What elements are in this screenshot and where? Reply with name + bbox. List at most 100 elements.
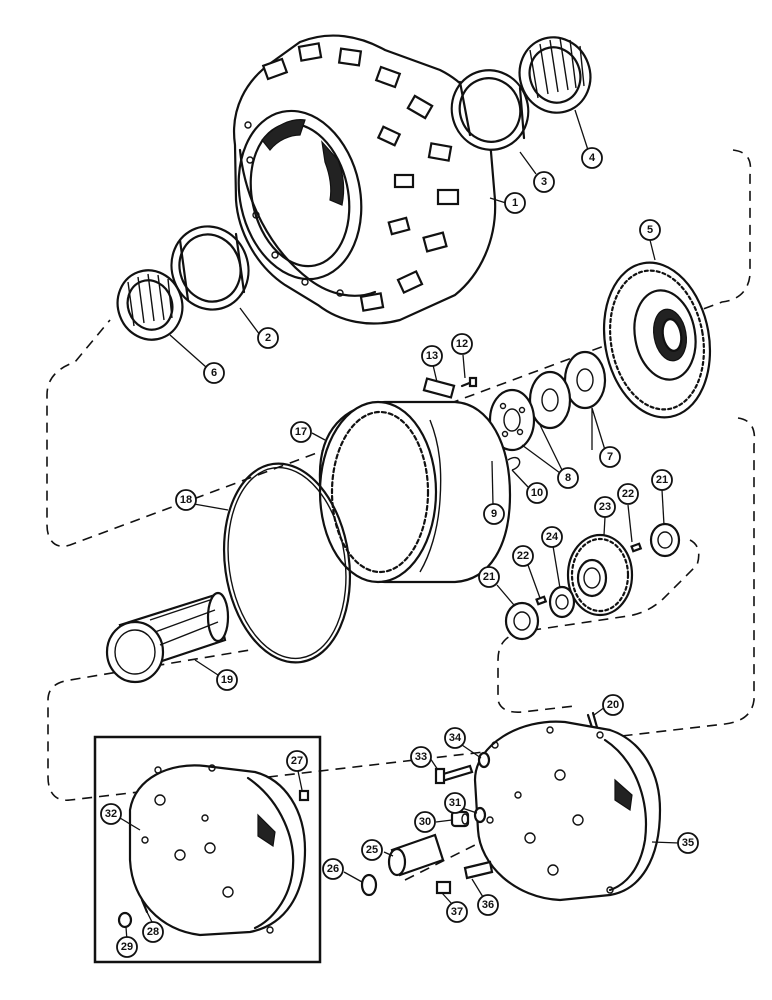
callout-label: 3 [541, 176, 547, 188]
hub-housing [233, 34, 497, 325]
callout-label: 21 [656, 474, 668, 486]
callout-30: 30 [414, 811, 436, 833]
needle-pins [535, 542, 643, 606]
callout-34: 34 [444, 727, 466, 749]
callout-label: 22 [622, 488, 634, 500]
sun-gear-shaft [105, 591, 230, 684]
callout-13: 13 [421, 345, 443, 367]
callout-7: 7 [599, 446, 621, 468]
callout-label: 28 [147, 926, 159, 938]
adjusting-nut [450, 810, 470, 828]
cap-screw-small [460, 376, 478, 388]
callout-12: 12 [451, 333, 473, 355]
callout-22-left: 22 [512, 545, 534, 567]
callout-23: 23 [594, 496, 616, 518]
callout-label: 10 [531, 487, 543, 499]
callout-17: 17 [290, 421, 312, 443]
callout-1: 1 [504, 192, 526, 214]
callout-8: 8 [557, 467, 579, 489]
callout-24: 24 [541, 526, 563, 548]
planet-carrier [473, 720, 662, 902]
callout-label: 23 [599, 501, 611, 513]
snap-ring [360, 873, 378, 897]
lock-plate [422, 377, 456, 399]
callout-label: 25 [366, 844, 378, 856]
callout-21-left: 21 [478, 566, 500, 588]
callout-3: 3 [533, 171, 555, 193]
callout-label: 17 [295, 426, 307, 438]
o-ring [222, 462, 352, 664]
callout-label: 34 [449, 732, 462, 744]
callout-26: 26 [322, 858, 344, 880]
retainer-plate [488, 388, 536, 452]
bearing-cone-upper [518, 36, 592, 114]
callout-5: 5 [639, 219, 661, 241]
callout-22-right: 22 [617, 483, 639, 505]
inset-box [93, 735, 322, 964]
callout-27: 27 [286, 750, 308, 772]
lock-washer [473, 806, 487, 824]
callout-31: 31 [444, 792, 466, 814]
thrust-washer-left [504, 601, 540, 641]
plug-washer [117, 911, 133, 929]
callout-label: 31 [449, 797, 461, 809]
bearing-cup-upper [450, 69, 530, 151]
callout-label: 27 [291, 755, 303, 767]
callout-label: 5 [647, 224, 653, 236]
callout-label: 2 [265, 332, 271, 344]
callout-29: 29 [116, 936, 138, 958]
cap-screw [434, 764, 474, 785]
spacer-washer [548, 585, 576, 619]
callout-25: 25 [361, 839, 383, 861]
callout-33: 33 [410, 746, 432, 768]
callout-label: 32 [105, 808, 117, 820]
pin-small [140, 898, 149, 914]
callout-label: 21 [483, 571, 495, 583]
hex-nut [435, 880, 452, 895]
callout-label: 13 [426, 350, 438, 362]
callout-4: 4 [581, 147, 603, 169]
callout-10: 10 [526, 482, 548, 504]
bearing-cone-lower [116, 269, 184, 341]
callout-label: 33 [415, 751, 427, 763]
callout-35: 35 [677, 832, 699, 854]
callout-6: 6 [203, 362, 225, 384]
planet-shaft [387, 833, 445, 877]
ring-gear-internal [318, 400, 512, 584]
callout-36: 36 [477, 894, 499, 916]
callout-label: 29 [121, 941, 133, 953]
callout-label: 37 [451, 906, 463, 918]
planet-carrier-alternate [128, 764, 307, 937]
callout-20: 20 [602, 694, 624, 716]
leader-lines [119, 109, 680, 942]
callout-label: 7 [607, 451, 613, 463]
dashed-group-outline-middle [47, 417, 756, 802]
callout-label: 30 [419, 816, 431, 828]
callout-label: 4 [589, 152, 596, 164]
callout-label: 6 [211, 367, 217, 379]
callout-label: 22 [517, 550, 529, 562]
callout-label: 8 [565, 472, 571, 484]
callout-label: 26 [327, 863, 339, 875]
callout-label: 35 [682, 837, 694, 849]
plug-small [298, 789, 310, 802]
callout-label: 12 [456, 338, 468, 350]
planet-gear [566, 533, 634, 617]
set-screw [463, 860, 494, 880]
callout-2: 2 [257, 327, 279, 349]
dashed-group-outline-upper [46, 149, 752, 547]
callout-28: 28 [142, 921, 164, 943]
callout-32: 32 [100, 803, 122, 825]
callout-label: 36 [482, 899, 494, 911]
callout-37: 37 [446, 901, 468, 923]
callout-label: 18 [180, 494, 192, 506]
callout-label: 9 [491, 508, 497, 520]
spur-gear-large [602, 261, 712, 419]
callout-18: 18 [175, 489, 197, 511]
thrust-washer-right [649, 522, 681, 558]
callout-19: 19 [216, 669, 238, 691]
callout-9: 9 [483, 503, 505, 525]
callout-label: 19 [221, 674, 233, 686]
thrust-washers [528, 350, 607, 430]
